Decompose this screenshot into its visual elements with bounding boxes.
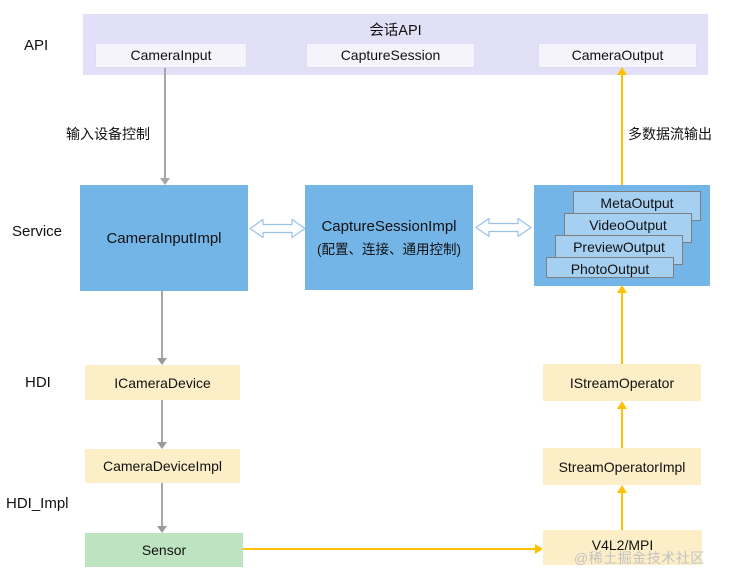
icamera-device-box: ICameraDevice <box>85 365 240 400</box>
banner-title: 会话API <box>369 23 422 39</box>
capture-session-impl-box: CaptureSessionImpl (配置、连接、通用控制) <box>305 185 473 290</box>
arrow-line-gold <box>621 493 623 530</box>
layer-label-service: Service <box>12 223 63 240</box>
icamera-device-label: ICameraDevice <box>114 374 211 391</box>
capture-session-impl-sublabel: (配置、连接、通用控制) <box>317 241 461 257</box>
camera-input-box: CameraInput <box>95 43 247 68</box>
camera-device-impl-box: CameraDeviceImpl <box>85 449 240 483</box>
sensor-label: Sensor <box>141 542 187 558</box>
camera-input-impl-label: CameraInputImpl <box>106 229 222 247</box>
arrow-head-up-icon <box>617 401 627 409</box>
edge-label-input-control: 输入设备控制 <box>66 126 150 142</box>
camera-input-impl-box: CameraInputImpl <box>80 185 248 291</box>
arrow-head-down-icon <box>157 358 167 365</box>
arrow-line-gold <box>621 293 623 364</box>
layer-label-api: API <box>24 37 49 54</box>
stream-operator-impl-box: StreamOperatorImpl <box>543 448 701 485</box>
sensor-box: Sensor <box>85 533 243 567</box>
istream-operator-label: IStreamOperator <box>569 374 675 391</box>
arrow-head-up-icon <box>617 485 627 493</box>
layer-label-hdi-impl: HDI_Impl <box>6 495 69 512</box>
photo-output-box: PhotoOutput <box>546 257 674 278</box>
capture-session-impl-label: CaptureSessionImpl <box>321 217 457 235</box>
edge-label-multi-stream: 多数据流输出 <box>628 126 712 142</box>
watermark: @稀土掘金技术社区 <box>574 550 705 566</box>
istream-operator-box: IStreamOperator <box>543 364 701 401</box>
arrow-head-down-icon <box>160 178 170 185</box>
arrow-line-gray <box>161 483 163 526</box>
arrow-line-gold <box>621 409 623 448</box>
arrow-head-down-icon <box>157 526 167 533</box>
arrow-head-right-icon <box>535 544 543 554</box>
layer-label-hdi: HDI <box>25 374 51 391</box>
capture-session-box: CaptureSession <box>306 43 475 68</box>
double-arrow-icon <box>249 218 306 239</box>
v4l2-mpi-box: V4L2/MPI <box>543 530 702 565</box>
double-arrow-icon <box>475 217 532 238</box>
arrow-line-input-control <box>164 68 166 178</box>
arrow-line-multi-stream <box>621 75 623 185</box>
arrow-line-sensor-v4l2 <box>243 548 536 550</box>
arrow-head-up-icon <box>617 67 627 75</box>
arrow-head-down-icon <box>157 442 167 449</box>
stream-operator-impl-label: StreamOperatorImpl <box>558 458 686 475</box>
arrow-line-gray <box>161 400 163 442</box>
camera-output-box: CameraOutput <box>538 43 697 68</box>
arrow-head-up-icon <box>617 285 627 293</box>
v4l2-mpi-label: V4L2/MPI <box>591 536 654 553</box>
camera-device-impl-label: CameraDeviceImpl <box>102 458 223 474</box>
arrow-line-gray <box>161 291 163 358</box>
